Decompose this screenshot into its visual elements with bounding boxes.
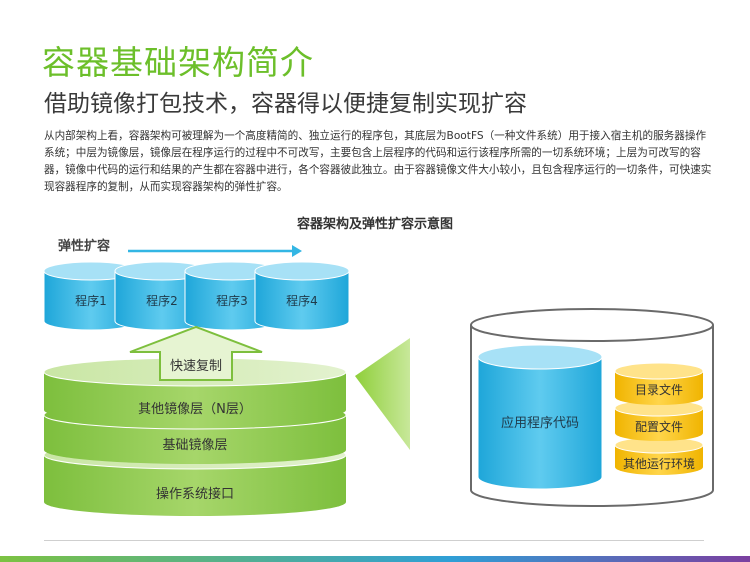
page-title: 容器基础架构简介	[42, 43, 314, 82]
runtime-env-disc: 其他运行环境	[614, 436, 704, 475]
directory-file-disc: 目录文件	[614, 362, 704, 405]
page-subtitle: 借助镜像打包技术，容器得以便捷复制实现扩容	[44, 91, 527, 117]
figure-title: 容器架构及弹性扩容示意图	[296, 217, 453, 232]
base-image-label: 基础镜像层	[162, 438, 227, 453]
scale-label: 弹性扩容	[58, 238, 110, 254]
program-label-3: 程序3	[216, 293, 248, 308]
config-file-disc: 配置文件	[614, 399, 704, 441]
program-cylinder-4: 程序4	[254, 261, 350, 331]
copy-arrow-icon: 快速复制	[129, 325, 263, 381]
os-interface-label: 操作系统接口	[156, 486, 234, 502]
app-code-cylinder: 应用程序代码	[477, 344, 603, 490]
program-label-2: 程序2	[146, 293, 178, 308]
footer-color-bar	[0, 556, 750, 562]
app-code-label: 应用程序代码	[501, 415, 579, 431]
other-images-label: 其他镜像层（N层）	[138, 402, 252, 417]
program-label-1: 程序1	[75, 293, 107, 308]
copy-label: 快速复制	[170, 359, 222, 374]
program-label-4: 程序4	[286, 293, 318, 308]
runtime-env-label: 其他运行环境	[623, 456, 695, 471]
directory-file-label: 目录文件	[635, 382, 683, 397]
footer-divider	[44, 540, 704, 541]
scale-arrow-icon	[128, 245, 302, 257]
description-text: 从内部架构上看，容器架构可被理解为一个高度精简的、独立运行的程序包，其底层为Bo…	[44, 130, 712, 193]
zoom-cone	[355, 338, 410, 450]
config-file-label: 配置文件	[635, 419, 683, 434]
